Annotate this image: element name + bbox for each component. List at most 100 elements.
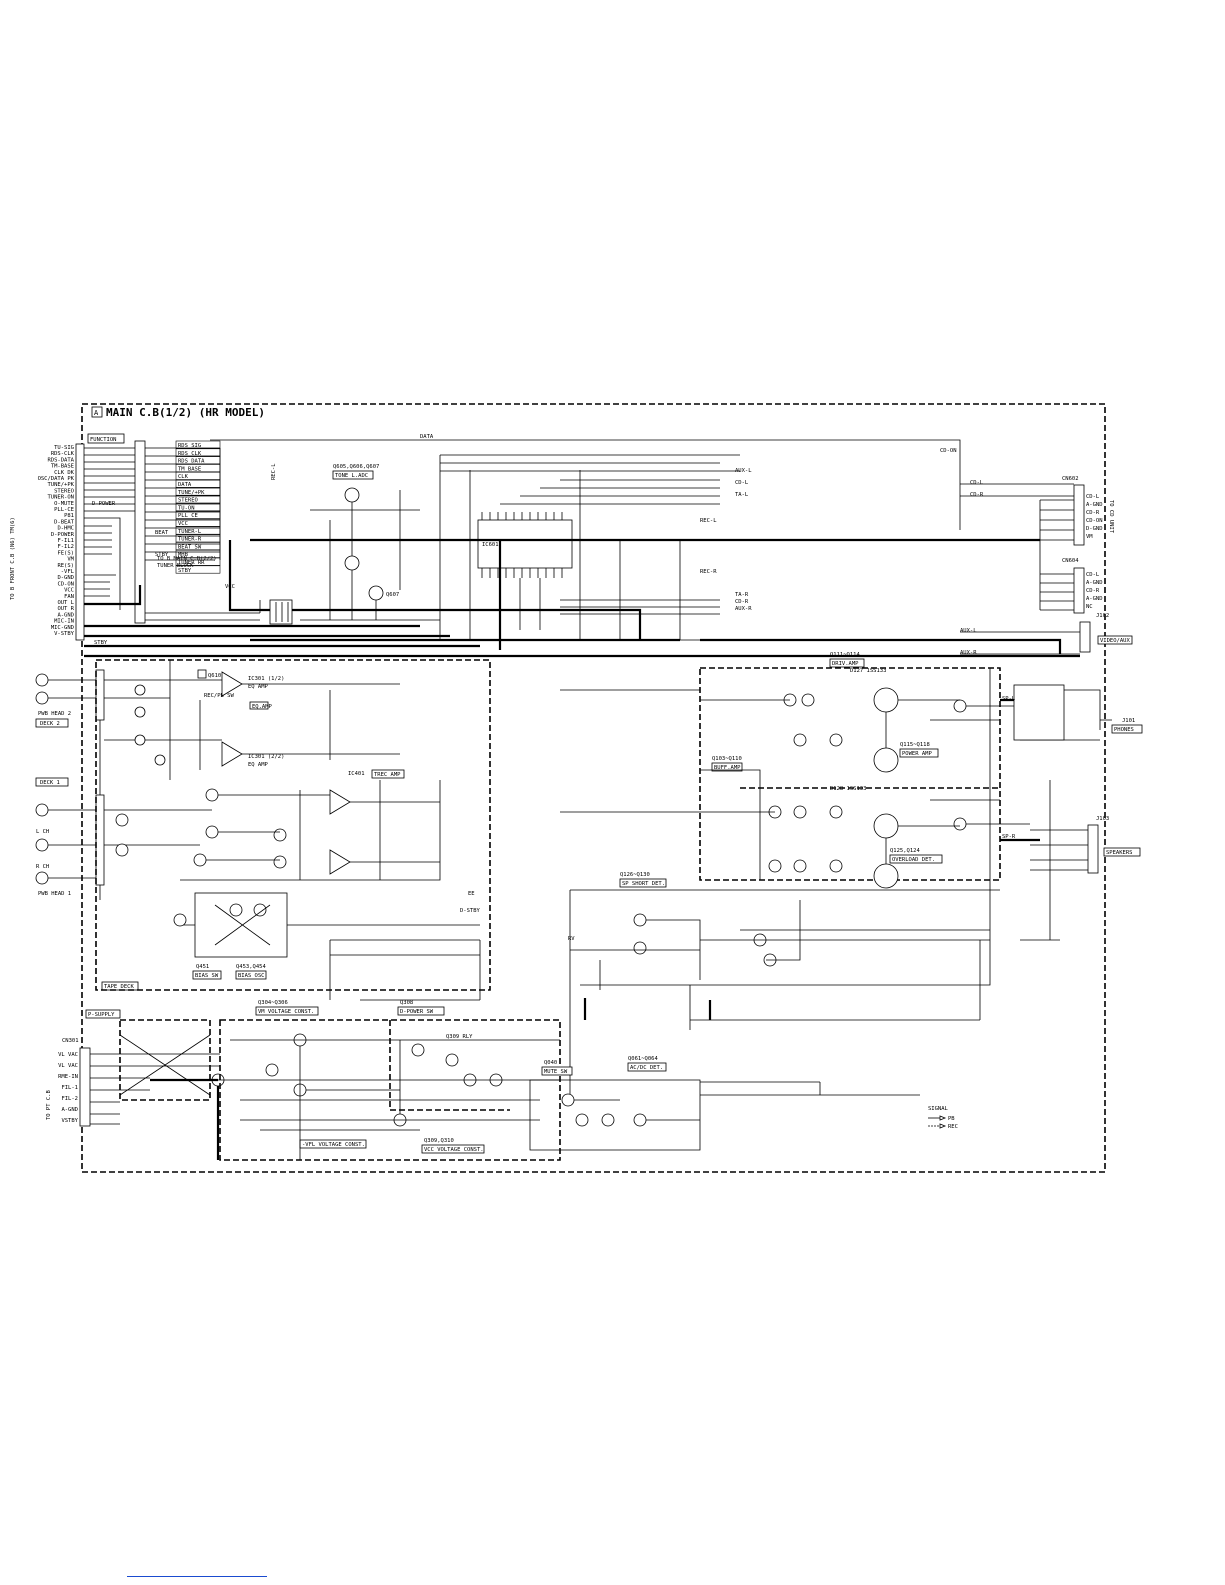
ic401-box: TREC AMP [374, 772, 401, 778]
tone-transistors: Q605,Q606,Q607 [333, 464, 379, 470]
fn-left-labels-item-13: D-HMC [57, 526, 74, 532]
fn-left-labels-item-28: MIC-IN [54, 619, 74, 625]
net-data: DATA [420, 434, 434, 440]
fn-right-labels-item-7: STEREO [178, 498, 198, 504]
vcc-const-box: VCC VOLTAGE CONST. [424, 1147, 484, 1153]
j102-label: J102 [1096, 613, 1109, 619]
cn301-pins-item-3: FIL-1 [61, 1085, 78, 1091]
j103-label: J103 [1096, 816, 1109, 822]
power-transistors: Q115~Q118 [900, 742, 930, 748]
net-rec-r: REC-R [700, 569, 717, 575]
fn-left-labels-item-26: OUT R [57, 606, 74, 612]
ic302-box: EQ.AMP [252, 704, 273, 710]
to-main-cb: TO B MAIN C.B(2/2) [157, 556, 217, 562]
ic601: IC601 [439, 454, 740, 641]
q610-label: Q610 [208, 673, 221, 679]
cn602-pins-item-1: A-GND [1086, 502, 1103, 508]
cn604-pins-item-0: CD-L [1086, 572, 1100, 578]
fn-left-labels-item-11: P81 [64, 513, 74, 519]
ic401-label: IC401 [348, 771, 365, 777]
phones-label: PHONES [1114, 727, 1134, 733]
cn301-label: CN301 [62, 1038, 79, 1044]
fn-left-labels-item-24: FAN [64, 594, 74, 600]
power-amp-section: Q111~Q114 DRIV.AMP D127 1SS133 Q115~Q118… [560, 652, 1060, 889]
fn-left-labels-item-2: RDS-DATA [48, 457, 75, 463]
speakers-label: SPEAKERS [1106, 850, 1133, 856]
function-title: FUNCTION [90, 437, 117, 443]
ic301-function: EQ AMP [248, 684, 269, 690]
function-right-label-box [175, 565, 221, 574]
net-vcc: VCC [225, 584, 235, 590]
net-aux-r-right: AUX-R [960, 650, 977, 656]
output-jacks: J101 PHONES J103 SPEAKERS SP-L SP-R [1002, 684, 1143, 941]
fn-right-labels-item-12: TUNER-R [178, 537, 202, 543]
right-wires [580, 668, 991, 1030]
net-beat: BEAT [155, 530, 169, 536]
d-power-box: D-POWER SW [400, 1009, 434, 1015]
q607-label: Q607 [386, 592, 399, 598]
bottom-link-underline [127, 1576, 267, 1577]
cn602-pins-item-0: CD-L [1086, 494, 1100, 500]
fn-left-labels-item-18: VM [67, 557, 74, 563]
cn301-pins-item-6: VSTBY [61, 1118, 78, 1124]
fn-right-labels-item-2: RDS DATA [178, 459, 205, 465]
cn301-pins-item-0: VL VAC [58, 1052, 78, 1058]
fn-right-labels-item-3: TM BASE [178, 466, 201, 472]
ic601-label: IC601 [482, 542, 499, 548]
fn-right-labels-item-14: MHB [178, 552, 189, 558]
p-supply-label: P-SUPPLY [88, 1012, 115, 1018]
net-cd-l-right: CD-L [970, 480, 984, 486]
net-cd-on: CD-ON [940, 448, 957, 454]
fn-left-labels-item-9: O-MUTE [54, 501, 74, 507]
cn602-pins-item-2: CD-R [1086, 510, 1100, 516]
board-title: MAIN C.B(1/2) (HR MODEL) [106, 406, 265, 419]
fn-left-labels-item-16: F-IL2 [57, 544, 74, 550]
fn-left-labels-item-14: D-POWER [51, 532, 75, 538]
mute-transistor: Q040 [544, 1060, 557, 1066]
vm-const-transistors: Q304~Q306 [258, 1000, 288, 1006]
j101-label: J101 [1122, 718, 1135, 724]
net-sp-r: SP-R [1002, 834, 1016, 840]
function-connector: FUNCTION TU-SIGRDS-CLKRDS-DATATM-BASECLK… [10, 433, 125, 641]
fn-left-labels-item-25: OUT L [57, 600, 74, 606]
d127-label: D127 1SS133 [850, 668, 886, 674]
cn604-label: CN604 [1062, 558, 1079, 564]
deck1-label: DECK 1 [40, 780, 60, 786]
cn604-pins-item-1: A-GND [1086, 580, 1103, 586]
fn-left-labels-item-19: RE(S) [57, 563, 74, 569]
mute-acdc-section: Q040 MUTE SW Q061~Q064 AC/DC DET. [529, 1056, 920, 1151]
main-bus [250, 538, 1062, 654]
tone-box: TONE L.ADC [335, 473, 368, 479]
fn-left-labels-item-10: PLL-CE [54, 507, 74, 513]
cn301-pins-item-4: FIL-2 [61, 1096, 78, 1102]
vfl-const-box: -VFL VOLTAGE CONST. [302, 1142, 365, 1148]
fn-right-labels-item-15: TUNER RR [178, 560, 205, 566]
power-box: POWER AMP [902, 751, 932, 757]
ic301-b-function: EQ AMP [248, 762, 269, 768]
bias-section: Q453,Q454 BIAS OSC Q451 BIAS SW TAPE DEC… [95, 659, 491, 991]
net-cd-l: CD-L [735, 480, 749, 486]
deck-section: PWB HEAD 2 DECK 2 DECK 1 L CH R CH PWB H… [35, 669, 105, 900]
to-pt-label: TO PT C.B [46, 1090, 52, 1120]
trec-amp-section: IC401 TREC AMP [104, 769, 441, 881]
ic301-label: IC301 (1/2) [248, 676, 284, 682]
fn-left-labels-item-17: FE(S) [57, 550, 74, 556]
fn-right-labels-item-6: TUNE/+PK [178, 490, 205, 496]
fn-right-labels-item-5: DATA [178, 482, 192, 488]
signal-legend: SIGNAL PB REC [928, 1106, 958, 1130]
deck2-label: DECK 2 [40, 721, 60, 727]
fn-right-labels-item-1: RDS CLK [178, 451, 202, 457]
net-cd-r: CD-R [735, 599, 749, 605]
fn-right-labels-item-4: CLK [178, 474, 189, 480]
fn-right-labels-item-10: VCC [178, 521, 188, 527]
voltage-const-section: Q304~Q306 VM VOLTAGE CONST. -VFL VOLTAGE… [218, 939, 561, 1161]
cn604-pins-item-2: CD-R [1086, 588, 1100, 594]
d128-label: D128 1SS133 [830, 786, 866, 792]
sp-short-section: Q126~Q130 SP SHORT DET. [569, 872, 1000, 1100]
fn-right-labels-item-0: RDS SIG [178, 443, 201, 449]
